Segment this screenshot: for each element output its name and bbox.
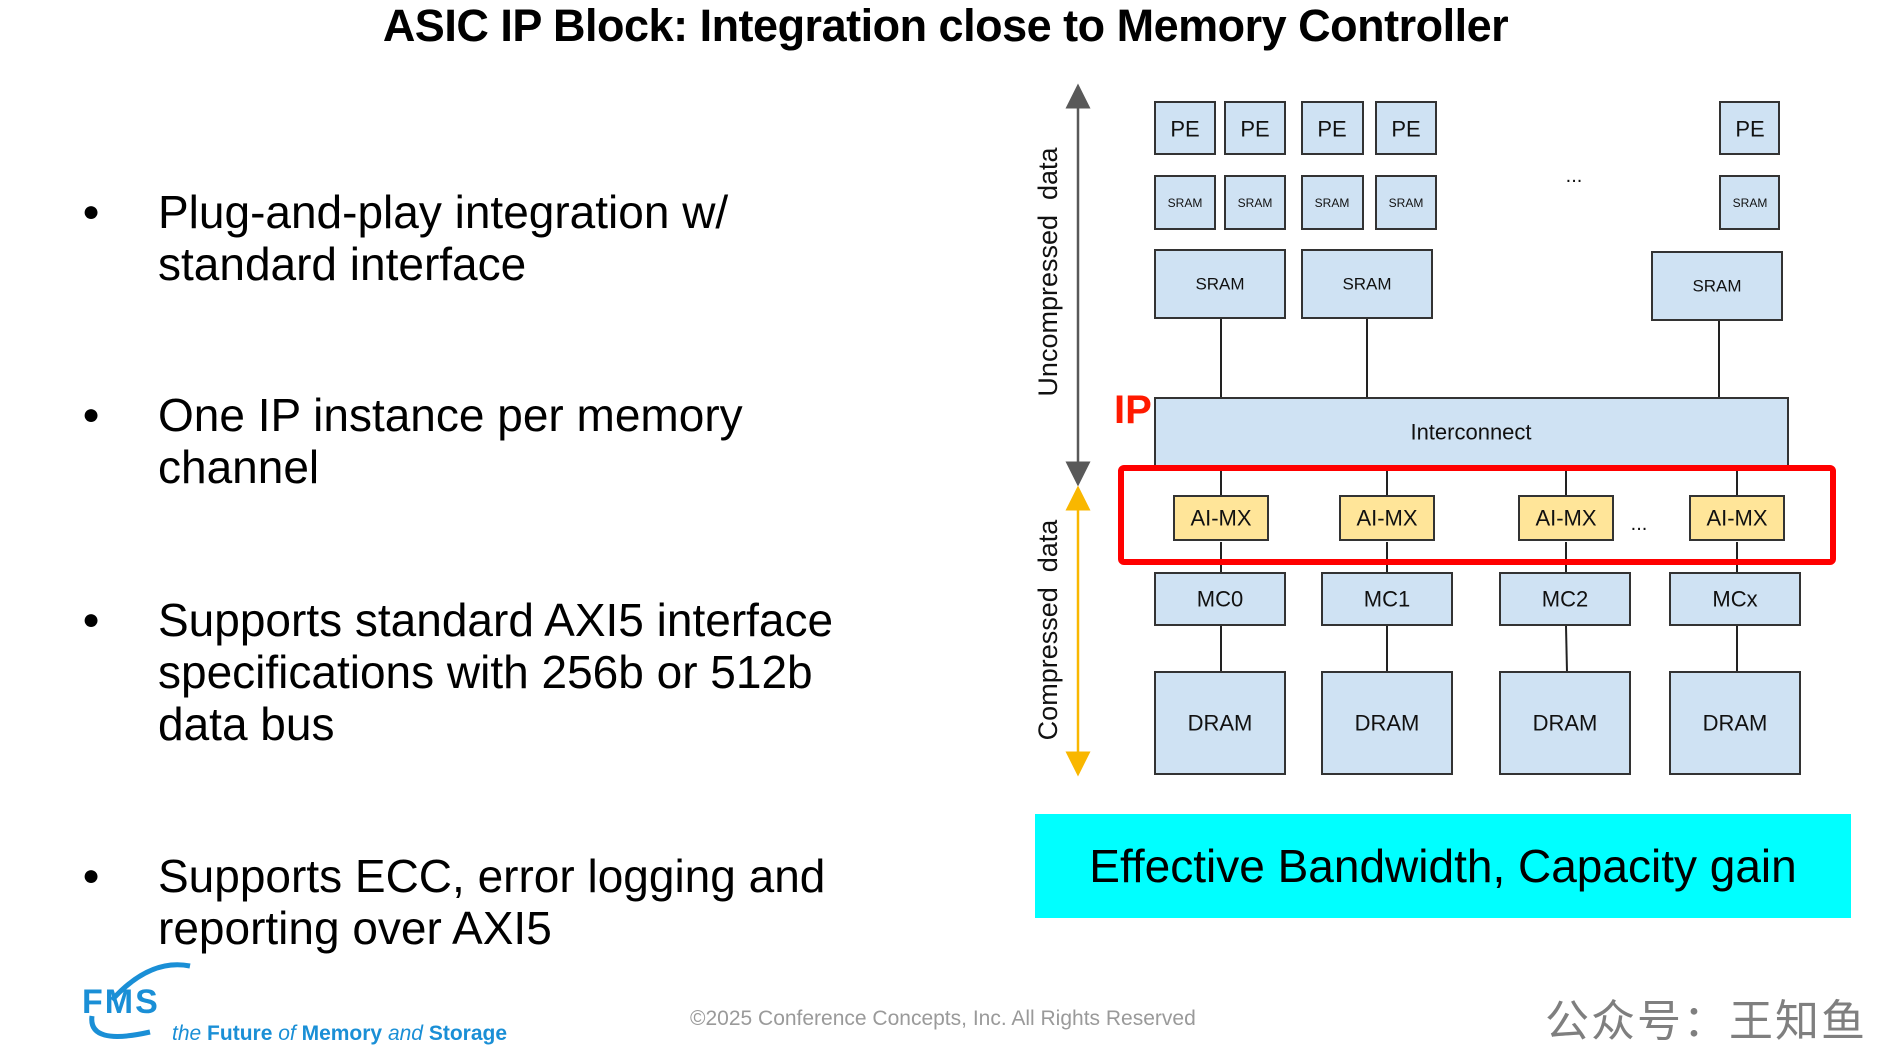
svg-text:DRAM: DRAM xyxy=(1188,711,1253,736)
bullet-text: Supports standard AXI5 interface specifi… xyxy=(158,594,834,750)
svg-text:SRAM: SRAM xyxy=(1342,275,1391,294)
bullet-text: One IP instance per memory channel xyxy=(158,389,743,493)
large-sram-block: SRAM xyxy=(1154,249,1286,319)
small-sram-block: SRAM xyxy=(1375,175,1437,230)
svg-text:PE: PE xyxy=(1240,117,1269,142)
bullet-item: ● One IP instance per memory channel xyxy=(80,389,910,493)
bullet-marker: ● xyxy=(82,603,101,636)
slide-title: ASIC IP Block: Integration close to Memo… xyxy=(382,0,1509,51)
svg-text:PE: PE xyxy=(1735,117,1764,142)
ai-mx-block: AI-MX xyxy=(1339,495,1435,541)
memory-controller-block: MC1 xyxy=(1321,572,1453,626)
svg-text:FMS: FMS xyxy=(82,983,160,1021)
interconnect-block: Interconnect xyxy=(1154,397,1789,467)
bullet-text: Supports ECC, error logging and reportin… xyxy=(158,850,826,954)
uncompressed-data-label: Uncompressed data xyxy=(1033,146,1063,396)
fms-logo-icon: FMS xyxy=(82,962,191,1039)
small-sram-block: SRAM xyxy=(1154,175,1216,230)
svg-text:SRAM: SRAM xyxy=(1692,277,1741,296)
memory-controller-block: MC2 xyxy=(1499,572,1631,626)
svg-text:Interconnect: Interconnect xyxy=(1410,420,1531,445)
memory-controller-block: MC0 xyxy=(1154,572,1286,626)
copyright-notice: ©2025 Conference Concepts, Inc. All Righ… xyxy=(690,1007,1196,1030)
pe-block: PE xyxy=(1301,101,1364,155)
dram-block: DRAM xyxy=(1669,671,1801,775)
svg-text:SRAM: SRAM xyxy=(1168,196,1203,210)
bullet-marker: ● xyxy=(82,859,101,892)
svg-text:AI-MX: AI-MX xyxy=(1535,506,1596,531)
ellipsis-aimx: ... xyxy=(1631,513,1648,535)
effective-bandwidth-banner: Effective Bandwidth, Capacity gain xyxy=(1035,814,1851,918)
svg-text:SRAM: SRAM xyxy=(1238,196,1273,210)
pe-block: PE xyxy=(1224,101,1286,155)
svg-text:DRAM: DRAM xyxy=(1533,711,1598,736)
svg-text:SRAM: SRAM xyxy=(1315,196,1350,210)
svg-text:MC0: MC0 xyxy=(1197,587,1243,612)
large-sram-block: SRAM xyxy=(1651,251,1783,321)
svg-text:AI-MX: AI-MX xyxy=(1356,506,1417,531)
connector-lines xyxy=(1220,318,1738,673)
dram-block: DRAM xyxy=(1499,671,1631,775)
svg-text:DRAM: DRAM xyxy=(1703,711,1768,736)
ellipsis-top: ... xyxy=(1566,165,1583,187)
memory-controller-block: MCx xyxy=(1669,572,1801,626)
bullet-marker: ● xyxy=(82,398,101,431)
svg-text:MC1: MC1 xyxy=(1364,587,1410,612)
small-sram-block: SRAM xyxy=(1719,175,1780,230)
svg-text:SRAM: SRAM xyxy=(1195,275,1244,294)
ai-mx-block: AI-MX xyxy=(1518,495,1614,541)
pe-block: PE xyxy=(1375,101,1437,155)
ai-mx-block: AI-MX xyxy=(1173,495,1269,541)
svg-text:PE: PE xyxy=(1317,117,1346,142)
svg-text:PE: PE xyxy=(1170,117,1199,142)
bullet-text: Plug-and-play integration w/ standard in… xyxy=(158,186,729,290)
svg-text:SRAM: SRAM xyxy=(1389,196,1424,210)
svg-text:MCx: MCx xyxy=(1712,587,1757,612)
dram-block: DRAM xyxy=(1154,671,1286,775)
ip-label: IP xyxy=(1114,388,1152,432)
svg-text:DRAM: DRAM xyxy=(1355,711,1420,736)
bullet-item: ● Supports ECC, error logging and report… xyxy=(80,850,910,954)
dram-block: DRAM xyxy=(1321,671,1453,775)
fms-logo-tagline: the Future of Memory and Storage xyxy=(172,1022,508,1045)
svg-text:AI-MX: AI-MX xyxy=(1190,506,1251,531)
svg-text:AI-MX: AI-MX xyxy=(1706,506,1767,531)
compressed-data-label: Compressed data xyxy=(1033,519,1063,741)
small-sram-block: SRAM xyxy=(1301,175,1364,230)
large-sram-block: SRAM xyxy=(1301,249,1433,319)
small-sram-block: SRAM xyxy=(1224,175,1286,230)
bullet-item: ● Supports standard AXI5 interface speci… xyxy=(80,594,910,750)
svg-text:PE: PE xyxy=(1391,117,1420,142)
svg-text:MC2: MC2 xyxy=(1542,587,1588,612)
pe-block: PE xyxy=(1719,101,1780,155)
bullet-marker: ● xyxy=(82,195,101,228)
ip-highlight-box xyxy=(1118,465,1836,565)
ai-mx-block: AI-MX xyxy=(1689,495,1785,541)
watermark: 公众号：王知鱼 xyxy=(1545,996,1867,1047)
pe-block: PE xyxy=(1154,101,1216,155)
bullet-item: ● Plug-and-play integration w/ standard … xyxy=(80,186,910,290)
svg-text:SRAM: SRAM xyxy=(1733,196,1768,210)
